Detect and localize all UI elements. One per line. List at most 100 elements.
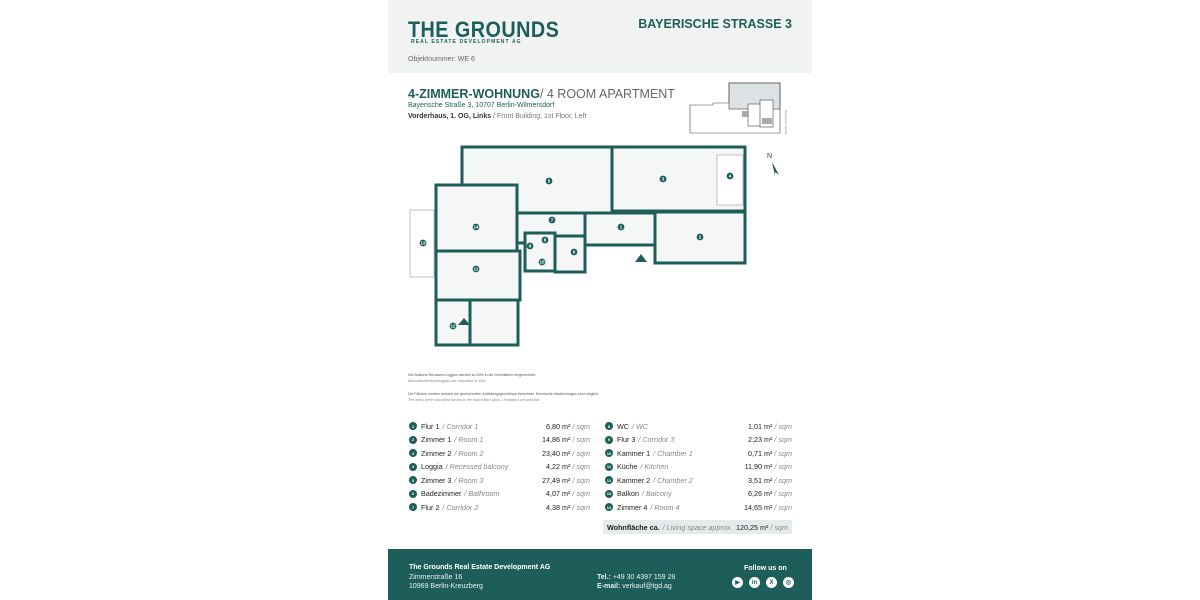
instagram-icon[interactable]: ◎ [783,577,794,588]
floor-plan: 5 3 4 14 7 1 2 13 8 9 6 10 11 12 N [409,145,779,347]
linkedin-icon[interactable]: in [749,577,760,588]
room-name-en: / Recessed balcony [445,462,509,471]
room-name-en: / Room 2 [454,448,484,458]
area-value: 0,71 m² [748,448,773,458]
room-area: 4,38 m² / sqm [546,503,590,512]
room-marker-13: 13 [419,239,427,247]
area-unit: / sqm [572,489,590,498]
footer-city: 10969 Berlin-Kreuzberg [409,583,483,590]
area-unit: / sqm [572,448,590,458]
key-plan: Bayerische Straße [689,82,788,135]
apartment-location: Vorderhaus, 1. OG, Links / Front Buildin… [408,113,586,120]
area-value: 4,38 m² [546,502,571,512]
staircase [468,298,520,347]
room-name-de: Flur 1 [421,421,440,431]
wc-corridor-3 [523,231,557,273]
area-value: 6,80 m² [546,421,571,431]
header-address: BAYERISCHE STRASSE 3 [638,17,792,31]
room-area: 0,71 m² / sqm [748,449,792,458]
room-marker-10: 10 [538,258,546,266]
area-unit: / sqm [774,448,792,458]
room-number-badge: 8 [605,422,613,430]
room-name-de: Badezimmer [421,489,462,498]
header: THE GROUNDS REAL ESTATE DEVELOPMENT AG B… [388,0,812,73]
area-unit: / sqm [774,421,792,431]
floorplan-sheet: THE GROUNDS REAL ESTATE DEVELOPMENT AG B… [388,0,812,600]
x-icon[interactable]: X [766,577,777,588]
room-name-en: / Chamber 1 [653,448,693,458]
room-marker-6: 6 [570,248,578,256]
svg-text:14: 14 [473,225,479,230]
area-unit: / sqm [572,462,590,471]
room-area: 6,26 m² / sqm [748,489,792,498]
room-14 [434,183,519,253]
room-area: 6,80 m² / sqm [546,422,590,431]
room-name-de: Flur 2 [421,502,440,512]
area-value: 11,90 m² [744,462,773,471]
svg-text:2: 2 [699,235,702,240]
room-number-badge: 1 [409,422,417,430]
room-area: 3,51 m² / sqm [748,476,792,485]
room-name-de: Loggia [421,462,443,471]
svg-text:1: 1 [620,225,623,230]
area-unit: / sqm [774,502,792,512]
room-name-en: / WC [631,421,648,431]
room-name-en: / Chamber 2 [653,475,693,485]
youtube-icon[interactable]: ▶ [732,577,743,588]
room-area: 23,40 m² / sqm [542,449,590,458]
room-marker-4: 4 [726,172,734,180]
room-name-en: / Kitchen [640,462,669,471]
room-labels: 5 3 4 14 7 1 2 13 8 9 6 10 11 12 [419,172,734,330]
room-area: 27,49 m² / sqm [542,476,590,485]
logo-sub: REAL ESTATE DEVELOPMENT AG [411,39,522,45]
svg-text:9: 9 [529,244,532,249]
room-name-en: / Bathroom [464,489,500,498]
room-area: 14,86 m² / sqm [542,435,590,444]
area-value: 3,51 m² [748,475,773,485]
location-en: / Front Building, 1st Floor, Left [493,113,587,120]
room-area: 1,01 m² / sqm [748,422,792,431]
area-unit: / sqm [572,435,590,444]
svg-text:7: 7 [551,218,554,223]
footer: The Grounds Real Estate Development AG Z… [388,549,812,600]
email-link[interactable]: verkauf@tgd.ag [622,583,672,590]
room-area: 4,07 m² / sqm [546,489,590,498]
footer-company: The Grounds Real Estate Development AG [409,564,551,571]
apartment-address: Bayerische Straße 3, 10707 Berlin-Wilmer… [408,102,555,109]
room-area: 14,65 m² / sqm [744,503,792,512]
svg-text:5: 5 [548,179,551,184]
room-number-badge: 14 [605,503,613,511]
area-unit: / sqm [572,502,590,512]
area-unit: / sqm [774,462,792,471]
bathroom [553,234,587,274]
room-number-badge: 11 [605,462,613,471]
area-unit: / sqm [572,421,590,431]
svg-text:3: 3 [662,177,665,182]
svg-text:8: 8 [544,238,547,243]
room-name-de: Küche [617,462,638,471]
room-number-badge: 2 [409,435,417,444]
area-value: 2,23 m² [748,435,773,444]
room-marker-2: 2 [696,233,704,241]
follow-label: Follow us on [744,565,787,572]
area-value: 27,49 m² [542,475,571,485]
compass-label: N [767,153,772,160]
room-marker-7: 7 [548,216,556,224]
tel-number[interactable]: +49 30 4397 159 28 [612,574,676,581]
area-unit: / sqm [774,489,792,498]
room-name-de: Flur 3 [617,435,636,444]
logo-main: THE GROUNDS [408,17,560,42]
north-compass: N [767,153,779,176]
total-area: 120,25 m² [736,522,769,532]
room-name-de: Kammer 2 [617,475,651,485]
svg-text:6: 6 [573,250,576,255]
footer-street: Zimmerstraße 16 [409,574,463,581]
room-area: 4,22 m² / sqm [546,462,590,471]
svg-text:12: 12 [450,324,456,329]
room-name-de: Kammer 1 [617,448,651,458]
